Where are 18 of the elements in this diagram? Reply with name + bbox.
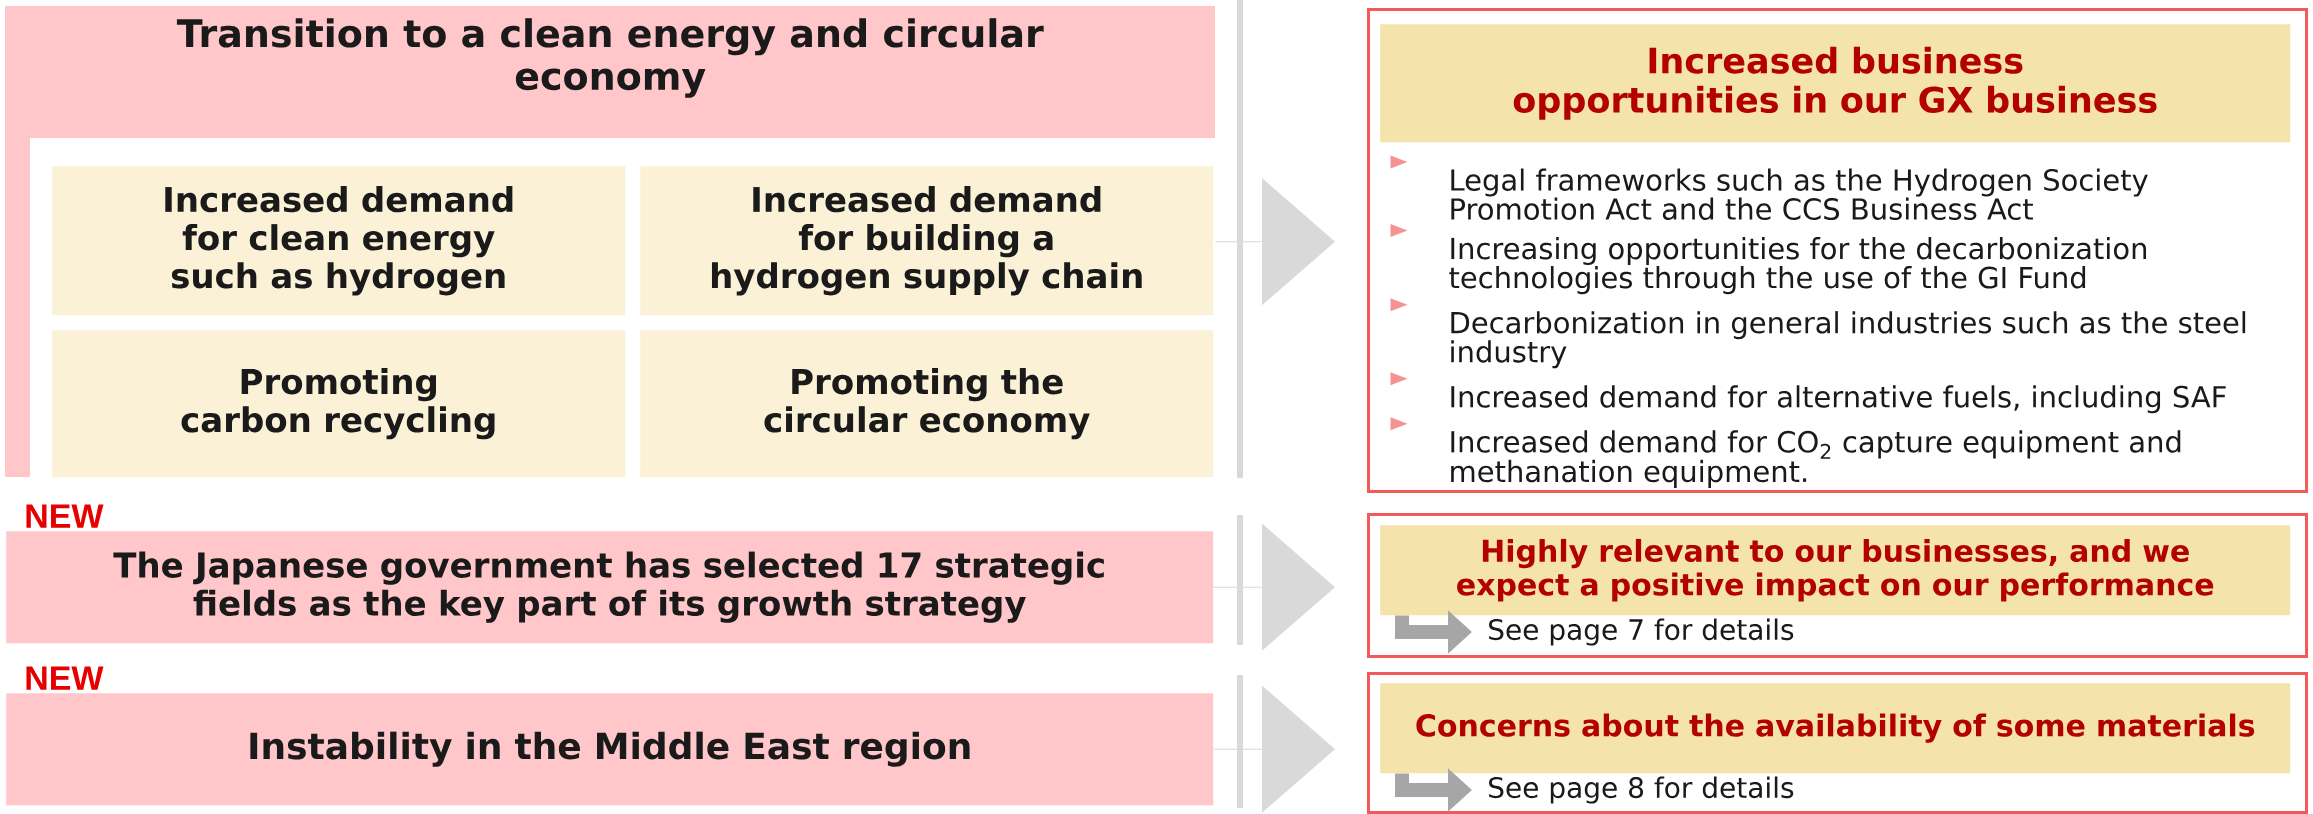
reference-text: See page 8 for details bbox=[1489, 776, 1794, 804]
factor-band: The Japanese government has selected 17 strategic fields as the key part of its growth strategy bbox=[6, 531, 1214, 644]
reference-text: See page 7 for details bbox=[1489, 618, 1794, 646]
impact-frame bbox=[1367, 513, 2309, 658]
topic-box: Increased demand for clean energy such as hydrogen bbox=[52, 166, 626, 316]
chevron-arrow bbox=[1212, 686, 1335, 813]
topic-box: Promoting carbon recycling bbox=[52, 330, 626, 478]
new-tag: NEW bbox=[26, 504, 104, 528]
topic-box: Promoting the circular economy bbox=[640, 330, 1214, 478]
new-tag: NEW bbox=[26, 666, 104, 690]
impact-heading: Highly relevant to our businesses, and we expect a positive impact on our performance bbox=[1380, 525, 2291, 616]
topic-box: Increased demand for building a hydrogen supply chain bbox=[640, 166, 1214, 316]
impact-frame bbox=[1367, 672, 2309, 814]
impact-heading: Concerns about the availability of some materials bbox=[1380, 683, 2291, 774]
chevron-arrow bbox=[1214, 178, 1335, 305]
factor-band: Instability in the Middle East region bbox=[6, 693, 1214, 806]
chevron-arrow bbox=[1212, 524, 1335, 651]
impact-heading: Increased business opportunities in our GX business bbox=[1380, 24, 2291, 143]
